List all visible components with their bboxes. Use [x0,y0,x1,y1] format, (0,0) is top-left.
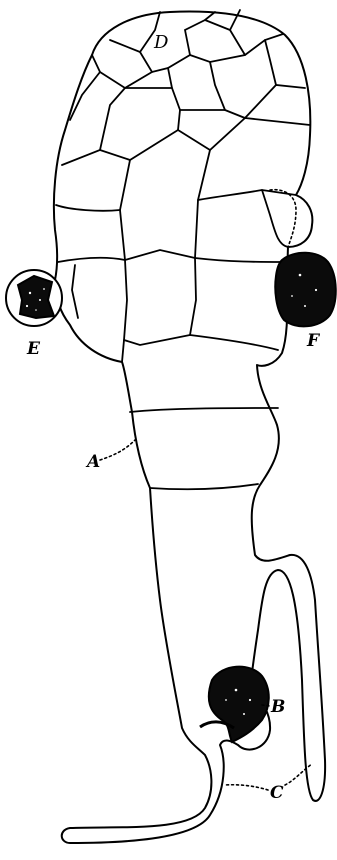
label-f: F [306,331,321,351]
cell-b [200,667,269,742]
cell-wall [62,88,125,165]
label-b: B [270,697,285,717]
cell-wall [195,150,210,258]
cell-f-contents [275,253,335,327]
cell-f [275,253,335,327]
cell-wall [58,250,282,262]
cell-wall [185,12,215,55]
cell-wall [120,160,130,260]
wall-dotted [270,190,296,247]
cell-wall [168,68,180,130]
cell-wall [230,10,240,30]
label-c: C [270,783,284,803]
cell-wall [70,72,100,120]
cell-wall [72,265,78,318]
cell-wall [245,118,310,125]
cell-wall [92,55,152,88]
cell-e [6,270,62,326]
cell-wall [100,130,178,160]
cell-wall [262,190,288,247]
cell-wall [205,20,245,55]
label-d: D [153,32,169,53]
label-e: E [26,339,41,359]
cell-e-contents [18,276,54,318]
leader-c-left [224,785,268,790]
cell-wall [150,484,258,489]
cell-b-contents [209,667,269,742]
cell-wall [56,205,120,211]
cell-wall [122,340,124,362]
cell-wall [130,408,278,412]
cell-wall [124,258,196,345]
cell-wall [190,335,278,350]
cell-wall [265,40,276,85]
cell-wall [178,118,245,150]
leader-a [100,440,135,460]
label-a: A [85,452,100,472]
cell-wall [198,190,296,200]
